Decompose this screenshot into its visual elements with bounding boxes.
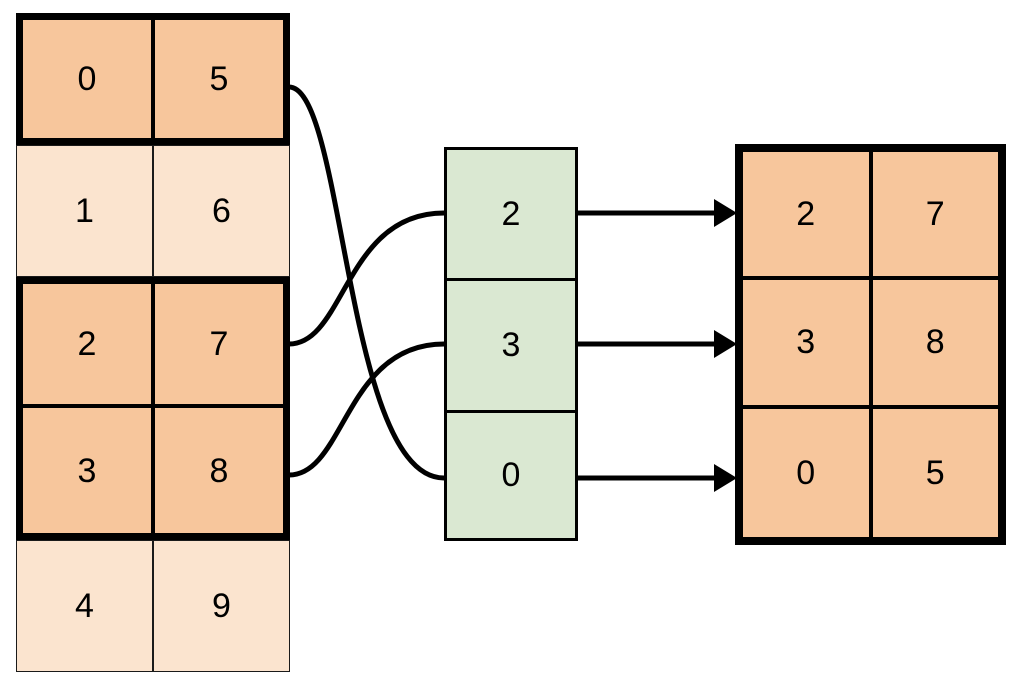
table-row[interactable]: 1 6 bbox=[16, 144, 290, 277]
curve-row2-to-index2 bbox=[288, 210, 445, 347]
table-row[interactable]: 2 7 bbox=[743, 152, 998, 281]
table-cell: 8 bbox=[872, 280, 998, 409]
arrow-index2-to-result2 bbox=[578, 464, 737, 492]
table-cell: 7 bbox=[155, 283, 283, 405]
list-item[interactable]: 0 bbox=[444, 409, 578, 541]
table-row[interactable]: 0 5 bbox=[743, 408, 998, 537]
table-cell: 0 bbox=[743, 408, 873, 537]
list-item[interactable]: 3 bbox=[444, 278, 578, 410]
table-row[interactable]: 4 9 bbox=[16, 540, 290, 672]
table-cell: 3 bbox=[23, 408, 155, 534]
table-cell: 4 bbox=[16, 540, 153, 672]
table-row[interactable]: 0 5 bbox=[16, 13, 290, 145]
list-item[interactable]: 2 bbox=[444, 147, 578, 279]
table-row[interactable]: 3 8 bbox=[16, 408, 290, 541]
table-cell: 3 bbox=[743, 280, 873, 409]
curve-row0-to-index0 bbox=[288, 84, 445, 481]
index-cell: 2 bbox=[444, 147, 578, 279]
table-cell: 0 bbox=[23, 20, 155, 138]
table-cell: 2 bbox=[743, 152, 873, 281]
table-cell: 5 bbox=[872, 408, 998, 537]
table-cell: 7 bbox=[872, 152, 998, 281]
index-cell: 0 bbox=[444, 409, 578, 541]
curve-row3-to-index3 bbox=[288, 341, 445, 478]
table-cell: 8 bbox=[155, 408, 283, 534]
source-table: 0 5 1 6 2 7 3 8 4 9 bbox=[16, 13, 290, 672]
result-table: 2 7 3 8 0 5 bbox=[735, 144, 1006, 545]
table-row[interactable]: 2 7 bbox=[16, 276, 290, 409]
table-cell: 1 bbox=[16, 144, 153, 277]
table-cell: 5 bbox=[155, 20, 283, 138]
index-cell: 3 bbox=[444, 278, 578, 410]
arrow-index0-to-result0 bbox=[578, 199, 737, 227]
arrow-index1-to-result1 bbox=[578, 330, 737, 358]
table-cell: 6 bbox=[153, 144, 290, 277]
index-vector: 2 3 0 bbox=[444, 147, 578, 541]
table-row[interactable]: 3 8 bbox=[743, 280, 998, 409]
table-cell: 9 bbox=[153, 540, 290, 672]
table-cell: 2 bbox=[23, 283, 155, 405]
